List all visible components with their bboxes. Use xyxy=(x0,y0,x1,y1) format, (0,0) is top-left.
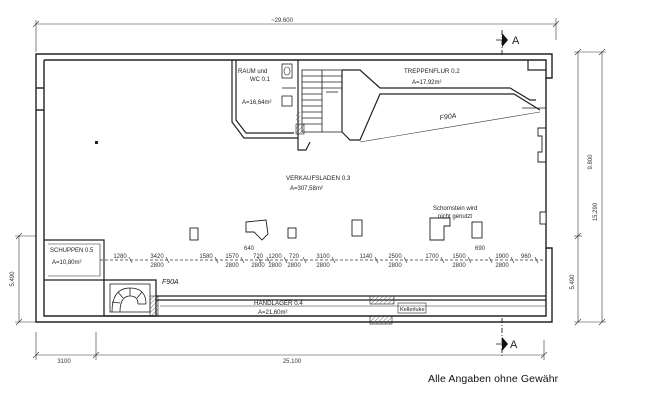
section-marker-top xyxy=(496,30,508,56)
schuppen-room xyxy=(44,239,105,281)
staircase xyxy=(297,69,343,151)
window-dim-top: 640 xyxy=(244,246,255,252)
right-upper-dimension: 9.800 xyxy=(588,154,594,170)
window-dim-tick xyxy=(467,256,472,264)
window-dim-top: 1280 xyxy=(113,254,127,260)
wc-room-line1: RAUM und xyxy=(238,69,267,75)
window-dim-top: 1500 xyxy=(452,254,466,260)
treppenflur-area: A=17,92m² xyxy=(412,80,442,86)
column-marker xyxy=(95,141,98,144)
window-dim-bottom: 2800 xyxy=(150,263,164,269)
window-dim-top: 720 xyxy=(253,254,264,260)
window-dim-tick xyxy=(283,256,288,264)
window-dim-top: 3420 xyxy=(150,254,164,260)
window-dim-bottom: 2800 xyxy=(316,263,330,269)
fire-door-line xyxy=(359,111,541,143)
left-dimension-line xyxy=(15,232,36,326)
window-dim-tick xyxy=(128,256,133,264)
window-dim-bottom: 2800 xyxy=(287,263,301,269)
window-dim-top: 720 xyxy=(289,254,300,260)
wc-room-line2: WC 0.1 xyxy=(250,77,271,83)
window-dim-top: 960 xyxy=(521,254,532,260)
window-dim-tick xyxy=(214,256,219,264)
window-dim-top: 3100 xyxy=(316,254,330,260)
handlager-room xyxy=(156,295,546,307)
window-dim-tick xyxy=(488,256,493,264)
bottom-dimension-lines xyxy=(32,332,548,360)
handlager-area: A=21,60m² xyxy=(258,310,288,316)
window-dim-bottom: 2800 xyxy=(251,263,265,269)
right-dimension-lines xyxy=(574,48,606,326)
right-wall-niches xyxy=(537,127,546,221)
window-dim-tick xyxy=(302,256,307,264)
window-dim-top: 1570 xyxy=(225,254,239,260)
window-dim-tick xyxy=(440,256,445,264)
window-dim-tick xyxy=(257,256,262,264)
bottom-main-dimension: 25.100 xyxy=(283,359,302,365)
disclaimer-text: Alle Angaben ohne Gewähr xyxy=(428,373,559,385)
right-total-dimension: 15.290 xyxy=(593,202,599,221)
window-dim-top: 1580 xyxy=(199,254,213,260)
stair-hatch xyxy=(295,112,305,135)
window-dim-tick xyxy=(266,256,271,264)
handlager-hatches xyxy=(149,295,395,325)
schuppen-area: A=10,80m² xyxy=(52,260,82,266)
verkaufsladen-name: VERKAUFSLADEN 0.3 xyxy=(286,175,351,182)
kellerluke-label: Kellerluke xyxy=(400,307,425,313)
f90a-lower-note: F90A xyxy=(162,279,179,286)
kellerluke-hatch xyxy=(397,302,427,314)
window-dim-tick xyxy=(165,256,170,264)
window-dim-bottom: 2800 xyxy=(388,263,402,269)
window-dim-top: 2500 xyxy=(388,254,402,260)
treppenflur-corridor xyxy=(341,60,546,141)
window-dim-tick xyxy=(510,256,515,264)
top-total-dimension: ~29.600 xyxy=(271,18,294,24)
right-lower-dimension: 5.490 xyxy=(570,274,576,290)
window-dim-top: 1700 xyxy=(425,254,439,260)
section-marker-bottom xyxy=(496,318,508,356)
schornstein-note-1: Schornstein wird xyxy=(433,206,477,212)
window-dim-top: 690 xyxy=(475,246,486,252)
window-dim-top: 1140 xyxy=(360,254,374,260)
outer-walls xyxy=(35,53,553,323)
window-dim-bottom: 2800 xyxy=(495,263,509,269)
schornstein-note-2: nicht genutzt xyxy=(438,214,472,220)
section-mark-top: A xyxy=(512,35,520,47)
window-dim-tick xyxy=(403,256,408,264)
window-dim-tick xyxy=(534,256,539,264)
left-lower-dimension: 5.490 xyxy=(10,271,16,287)
window-dim-tick xyxy=(240,256,245,264)
window-dim-top: 1200 xyxy=(268,254,282,260)
f90a-upper-note: F90A xyxy=(439,113,457,122)
wc-room-area: A=16,64m² xyxy=(242,100,272,106)
verkaufsladen-area: A=307,58m² xyxy=(290,186,323,192)
handlager-name: HANDLAGER 0.4 xyxy=(254,300,303,307)
pillars xyxy=(189,211,547,241)
window-dim-bottom: 2800 xyxy=(452,263,466,269)
section-mark-bottom: A xyxy=(510,339,518,351)
bottom-left-dimension: 3100 xyxy=(57,359,71,365)
treppenflur-name: TREPPENFLUR 0.2 xyxy=(404,68,460,75)
window-dim-bottom: 2800 xyxy=(268,263,282,269)
top-dimension-line xyxy=(32,18,560,52)
spiral-stair xyxy=(103,279,157,317)
window-dim-tick xyxy=(331,256,336,264)
window-dim-tick xyxy=(374,256,379,264)
window-dim-bottom: 2800 xyxy=(225,263,239,269)
window-dim-top: 1900 xyxy=(495,254,509,260)
schuppen-name: SCHUPPEN 0.5 xyxy=(50,248,94,254)
